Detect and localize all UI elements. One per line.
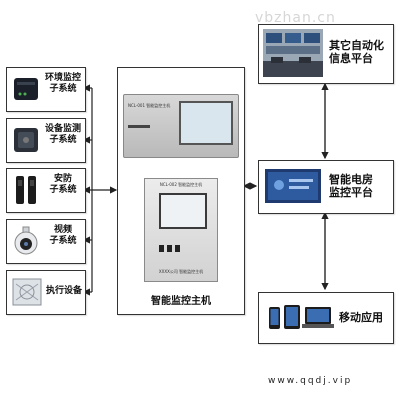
- ac-unit-icon: [12, 278, 42, 306]
- cabinet-screen: [159, 193, 207, 229]
- platform-other: 其它自动化 信息平台: [258, 24, 394, 84]
- router-device-icon: [14, 78, 38, 100]
- mobile-app-label: 移动应用: [339, 311, 383, 324]
- subsystem-security-label: 安防 子系统: [49, 174, 77, 195]
- devices-icon: [269, 305, 334, 329]
- subsystem-equip-label: 设备监测 子系统: [44, 124, 81, 145]
- subsystem-exec-label: 执行设备: [45, 286, 82, 296]
- sensor-module-icon: [14, 128, 38, 152]
- subsystem-security: 安防 子系统: [6, 168, 86, 213]
- control-room-photo-icon: [263, 29, 323, 77]
- rack-unit-top: NCL-001 智能监控主机: [123, 94, 239, 158]
- monitor-screen-photo-icon: [265, 169, 321, 203]
- cabinet-footer: XXXX公司 智能监控主机: [158, 269, 204, 274]
- subsystem-env: 环境监控 子系统: [6, 67, 86, 112]
- platform-smart-label: 智能电房 监控平台: [329, 173, 373, 199]
- rack-unit-screen: [179, 101, 233, 145]
- subsystem-video-label: 视频 子系统: [49, 225, 77, 246]
- host-box: NCL-001 智能监控主机 NCL-002 智能监控主机 XXXX公司 智能监…: [117, 67, 245, 315]
- subsystem-exec: 执行设备: [6, 270, 86, 315]
- watermark-text: vbzhan.cn: [255, 10, 336, 26]
- dome-camera-icon: [14, 226, 38, 255]
- cabinet-port-3: [175, 245, 180, 252]
- platform-smart: 智能电房 监控平台: [258, 160, 394, 214]
- subsystem-equip: 设备监测 子系统: [6, 118, 86, 163]
- cabinet-port-1: [159, 245, 164, 252]
- beam-detector-icon: [16, 176, 36, 204]
- subsystem-env-label: 环境监控 子系统: [44, 73, 81, 94]
- platform-other-label: 其它自动化 信息平台: [329, 39, 384, 65]
- mobile-app-box: 移动应用: [258, 292, 394, 344]
- cabinet-unit: NCL-002 智能监控主机 XXXX公司 智能监控主机: [144, 178, 218, 282]
- rack-unit-vent: [128, 125, 150, 128]
- cabinet-header: NCL-002 智能监控主机: [159, 182, 203, 187]
- cabinet-port-2: [167, 245, 172, 252]
- host-label: 智能监控主机: [151, 296, 211, 307]
- footer-url: www.qqdj.vip: [268, 376, 353, 386]
- subsystem-video: 视频 子系统: [6, 219, 86, 264]
- rack-unit-brand: NCL-001 智能监控主机: [128, 103, 171, 108]
